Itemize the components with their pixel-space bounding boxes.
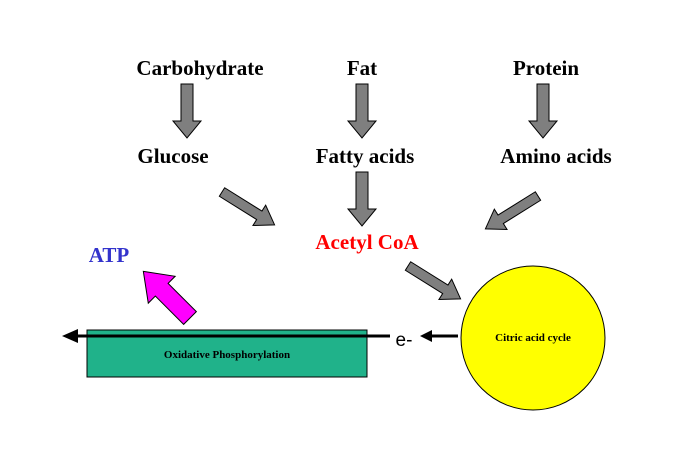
- glucose-to-acetyl-coa-arrow: [218, 187, 276, 227]
- amino-acids-label: Amino acids: [500, 144, 611, 168]
- oxidative-phosphorylation-label: Oxidative Phosphorylation: [164, 349, 290, 361]
- fatty-acids-to-acetyl-coa-arrow: [346, 171, 378, 227]
- atp-label: ATP: [89, 243, 130, 267]
- protein-label: Protein: [513, 56, 579, 80]
- fat-to-fatty-acids-arrow: [346, 83, 378, 139]
- amino-acids-to-acetyl-coa-arrow: [484, 191, 542, 231]
- protein-to-amino-acids-arrow: [527, 83, 559, 139]
- electron-label: e-: [396, 330, 413, 351]
- glucose-label: Glucose: [137, 144, 208, 168]
- electron-arrow-head: [420, 330, 432, 342]
- fatty-acids-label: Fatty acids: [316, 144, 415, 168]
- acetyl-coa-to-citric-cycle-arrow: [404, 261, 462, 301]
- carbohydrate-to-glucose-arrow: [171, 83, 203, 139]
- citric-acid-cycle-circle: [460, 265, 606, 411]
- acetyl-coa-label: Acetyl CoA: [315, 230, 419, 254]
- citric-acid-cycle-label: Citric acid cycle: [495, 332, 571, 344]
- fat-label: Fat: [347, 56, 377, 80]
- atp-arrow: [142, 270, 198, 326]
- electron-transport-arrow-head: [62, 329, 78, 343]
- carbohydrate-label: Carbohydrate: [136, 56, 263, 80]
- oxidative-phosphorylation-box: [86, 329, 368, 378]
